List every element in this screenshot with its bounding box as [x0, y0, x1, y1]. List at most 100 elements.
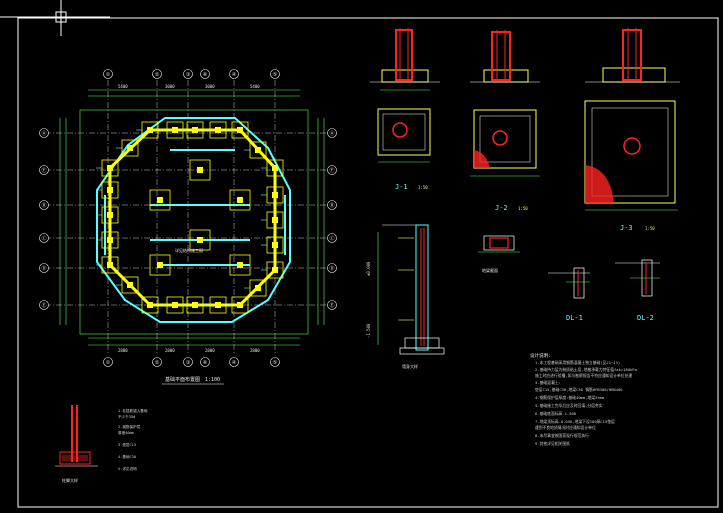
j3-scale: 1:50	[645, 226, 655, 231]
notes-line: 6.基础底面标高-1.500	[535, 411, 577, 416]
column-base-note: 5.详见说明	[118, 466, 137, 471]
column-footing	[96, 206, 119, 224]
notes-line: 5.基础施工完毕后应及时回填,分层夯实	[535, 403, 603, 408]
axis-bubble-side: Ⓕ	[39, 165, 49, 175]
column-footing	[161, 296, 184, 314]
axis-bubble-top: ⑥	[200, 69, 210, 79]
j2-plan	[470, 109, 540, 177]
detail-j3[interactable]: J-3 1:50	[584, 28, 680, 232]
notes-line: 遇到不良地质情况时应通知设计单位	[535, 425, 596, 430]
interior-footing	[149, 189, 171, 211]
wall-section[interactable]: ±0.000 -1.500 墙身大样	[366, 224, 445, 369]
plan-bottom-dim: 2800	[250, 348, 260, 353]
column-footing	[226, 121, 249, 139]
beam-section-title: 地梁截面	[482, 267, 498, 273]
axis-bubble-label: Ⓑ	[41, 202, 46, 209]
plan-top-dim: 5400	[118, 84, 128, 89]
axis-bubble-top: ⑥	[200, 357, 210, 367]
plan-top-dims: 5400 3000 3000 5400	[118, 84, 260, 89]
plan-top-dim: 3000	[205, 84, 215, 89]
column-footing	[204, 296, 227, 314]
j3-plan	[584, 100, 678, 211]
j1-scale: 1:50	[418, 185, 428, 190]
column-base-note: 不少于35d	[118, 414, 135, 419]
axis-bubble-label: ③	[186, 360, 191, 366]
column-base-note: 厚度40mm	[118, 430, 134, 435]
axis-bubble-side: Ⓐ	[327, 128, 337, 138]
column-footing	[261, 186, 284, 204]
plan-footings	[96, 121, 284, 314]
axis-bubble-top: ②	[152, 69, 162, 79]
beam-section-drawing	[478, 235, 520, 253]
column-footing	[96, 159, 119, 177]
axis-bubble-label: ④	[232, 360, 237, 366]
axis-bubble-label: ②	[155, 72, 160, 78]
plan-bottom-dim: 2800	[118, 348, 128, 353]
column-footing	[96, 231, 119, 249]
detail-dl1[interactable]: DL-1	[548, 267, 590, 322]
axis-bubble-label: Ⓐ	[41, 130, 46, 137]
j2-section	[470, 30, 540, 83]
column-base-title: 柱脚大样	[62, 477, 78, 483]
notes-line: 3.基础混凝土:	[535, 380, 561, 385]
axis-bubble-label: ①	[106, 72, 111, 78]
axis-bubble-side: Ⓒ	[39, 233, 49, 243]
column-footing	[116, 139, 139, 157]
axis-bubble-top: ③	[183, 357, 193, 367]
j1-plan	[377, 108, 431, 163]
axis-bubble-top: ②	[152, 357, 162, 367]
axis-bubble-label: ⑥	[203, 72, 208, 78]
detail-j1[interactable]: J-1 1:50	[370, 28, 440, 191]
plan-scale: 1:100	[205, 377, 220, 383]
j2-label: J-2	[495, 204, 508, 212]
column-footing	[261, 236, 284, 254]
axis-bubble-top: ①	[103, 357, 113, 367]
plan-center-note: 详见结构施工图	[175, 247, 203, 253]
column-base-note: 4.基础C30	[118, 454, 136, 459]
general-notes[interactable]: 设计说明: 1.本工程基础采用钢筋混凝土独立基础(见J1~J3) 2.基础持力层…	[530, 352, 637, 446]
axis-bubble-top: ④	[229, 357, 239, 367]
axis-bubble-side: Ⓓ	[327, 263, 337, 273]
notes-line: 施工时应进行验槽,如与勘察报告不符应通知设计单位处理	[535, 373, 632, 378]
dl1-label: DL-1	[566, 314, 583, 322]
plan-dimension-lines	[59, 89, 325, 346]
dl2-drawing	[615, 259, 660, 297]
dl1-drawing	[548, 267, 590, 299]
column-footing	[261, 159, 284, 177]
axis-bubble-label: Ⓒ	[329, 235, 334, 242]
axis-bubble-label: ⑤	[273, 72, 278, 78]
notes-line: 9.其他详见相关图纸	[535, 441, 570, 446]
plan-top-dim: 3000	[165, 84, 175, 89]
axis-bubble-label: Ⓕ	[329, 167, 334, 174]
column-footing	[181, 296, 204, 314]
column-base-detail[interactable]: 柱脚大样 1.柱插筋锚入基础 不少于35d 2.钢筋保护层 厚度40mm 3.垫…	[55, 405, 148, 483]
axis-bubble-top: ③	[183, 69, 193, 79]
axis-bubble-side: Ⓐ	[39, 128, 49, 138]
detail-j2[interactable]: J-2 1:50	[470, 30, 540, 212]
plan-axis-grid	[45, 80, 335, 355]
plan-title: 基础平面布置图	[165, 376, 200, 383]
wall-elev-mark: -1.500	[366, 323, 371, 338]
axis-bubble-side: Ⓔ	[327, 300, 337, 310]
axis-bubble-label: Ⓓ	[41, 265, 46, 272]
plan-bottom-dim: 2800	[165, 348, 175, 353]
notes-line: 4.钢筋保护层厚度:基础40mm,地梁35mm	[535, 395, 605, 400]
axis-bubble-label: ⑥	[203, 360, 208, 366]
j3-label: J-3	[620, 224, 633, 232]
detail-dl2[interactable]: DL-2	[615, 259, 660, 322]
notes-line: 2.基础持力层为粉质粘土层,地基承载力特征值fak=180kPa	[535, 367, 637, 372]
beam-section[interactable]: 地梁截面	[478, 235, 520, 273]
column-base-note: 3.垫层C15	[118, 442, 136, 447]
axis-bubble-side: Ⓑ	[39, 200, 49, 210]
interior-footing	[189, 229, 211, 251]
notes-line: 1.本工程基础采用钢筋混凝土独立基础(见J1~J3)	[535, 360, 620, 365]
axis-bubble-label: Ⓑ	[329, 202, 334, 209]
axis-bubble-label: Ⓐ	[329, 130, 334, 137]
column-footing	[116, 276, 139, 294]
axis-bubble-label: ⑤	[273, 360, 278, 366]
wall-elev-mark: ±0.000	[366, 261, 371, 276]
